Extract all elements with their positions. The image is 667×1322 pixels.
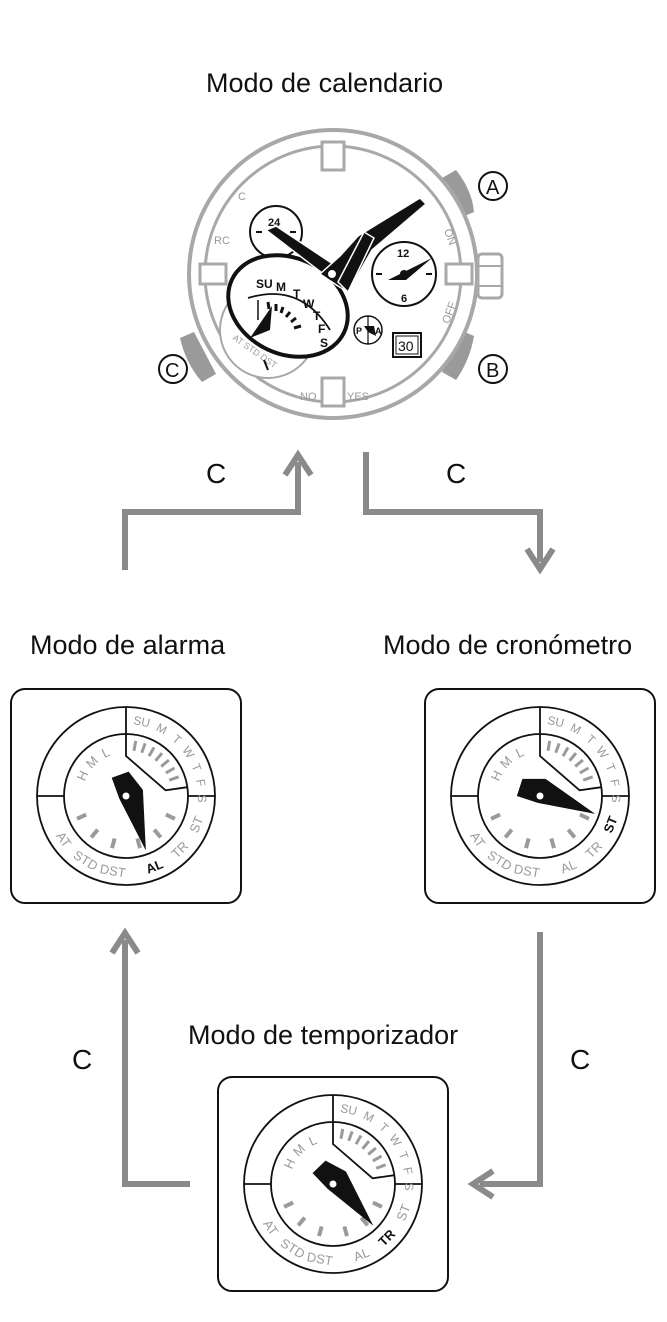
button-a-pusher <box>442 170 474 218</box>
stopwatch-dial-label-st: ST <box>600 814 620 835</box>
alarm-dial-label-dst: DST <box>99 861 127 880</box>
arrow-calendar-to-stopwatch <box>363 452 543 562</box>
stopwatch-dial-hand <box>516 778 596 814</box>
arrow-label-top-right: C <box>446 458 467 489</box>
stopwatch-dial-label-at: AT <box>467 829 488 850</box>
mode-day-f: F <box>318 322 325 336</box>
button-a-label: A <box>486 177 500 199</box>
mode-day-w: W <box>303 297 315 311</box>
date-window <box>392 332 422 358</box>
arrow-stopwatch-to-timer <box>480 932 543 1187</box>
stopwatch-dial-day-6: S <box>609 794 623 802</box>
button-b-pusher <box>442 330 474 380</box>
stopwatch-dial-day-5: F <box>607 778 622 788</box>
subdial-6-label: 6 <box>401 293 407 305</box>
timer-dial-label-st: ST <box>393 1202 413 1223</box>
mode-day-t1: T <box>293 287 301 301</box>
crown <box>476 252 504 300</box>
date-window-value: 30 <box>398 338 414 354</box>
button-a-marker <box>478 171 508 201</box>
button-c-marker <box>158 354 188 384</box>
bezel-on-text: ON <box>441 227 458 247</box>
arrow-label-top-left: C <box>206 458 227 489</box>
arrow-head-down-stopwatch <box>524 547 556 575</box>
title-calendar-mode: Modo de calendario <box>206 68 444 98</box>
mode-day-t2: T <box>313 309 321 323</box>
timer-dial-day-6: S <box>402 1182 416 1190</box>
title-stopwatch-mode: Modo de cronómetro <box>383 630 633 660</box>
pa-a-text: A <box>375 326 382 336</box>
timer-dial-label-dst: DST <box>306 1249 334 1268</box>
timer-dial-day-0: SU <box>339 1101 358 1118</box>
bezel-rc-text: RC <box>214 235 230 247</box>
title-alarm-mode: Modo de alarma <box>30 630 226 660</box>
watch-illustration: C RC ON OFF NO YES 24 12 6 P A 30 AT STD… <box>158 128 508 420</box>
arrow-label-bottom-right: C <box>570 1044 591 1075</box>
alarm-dial-label-st: ST <box>186 814 206 835</box>
button-b-marker <box>478 354 508 384</box>
button-c-label: C <box>165 360 179 382</box>
alarm-dial-day-0: SU <box>132 713 151 730</box>
bezel-no-text: NO <box>300 391 317 403</box>
alarm-dial-day-6: S <box>195 794 209 802</box>
timer-dial-label-al: AL <box>351 1245 371 1265</box>
subdial-24-label: 24 <box>268 217 281 229</box>
subdial-12-label: 12 <box>397 248 409 260</box>
timer-dial-hand-pivot <box>329 1180 337 1188</box>
alarm-dial-hand <box>111 771 146 851</box>
stopwatch-dial-day-0: SU <box>546 713 565 730</box>
stopwatch-dial-label-al: AL <box>558 857 578 877</box>
bezel-yes-text: YES <box>347 391 369 403</box>
alarm-dial-label-at: AT <box>53 829 74 850</box>
button-c-pusher <box>180 332 216 382</box>
arrow-alarm-to-calendar <box>122 462 301 570</box>
alarm-dial-label-al: AL <box>144 856 166 876</box>
timer-dial-day-5: F <box>400 1166 415 1176</box>
stopwatch-dial-hand-pivot <box>536 792 544 800</box>
arrow-head-left-timer <box>467 1168 495 1200</box>
mode-day-m: M <box>276 280 286 294</box>
mode-day-s: S <box>320 336 328 350</box>
button-b-label: B <box>486 360 499 382</box>
alarm-dial-day-5: F <box>193 778 208 788</box>
arrow-head-up-calendar <box>282 449 314 477</box>
arrow-head-up-alarm <box>109 927 141 955</box>
timer-dial-hand <box>312 1160 374 1226</box>
bezel-c-text: C <box>238 191 246 203</box>
pa-p-text: P <box>356 326 362 336</box>
title-timer-mode: Modo de temporizador <box>188 1020 459 1050</box>
arrow-label-bottom-left: C <box>72 1044 93 1075</box>
mode-day-su: SU <box>256 277 273 291</box>
stopwatch-dial-label-dst: DST <box>513 861 541 880</box>
timer-dial-label-at: AT <box>260 1217 281 1238</box>
alarm-dial-hand-pivot <box>122 792 130 800</box>
arrow-timer-to-alarm <box>122 940 190 1187</box>
